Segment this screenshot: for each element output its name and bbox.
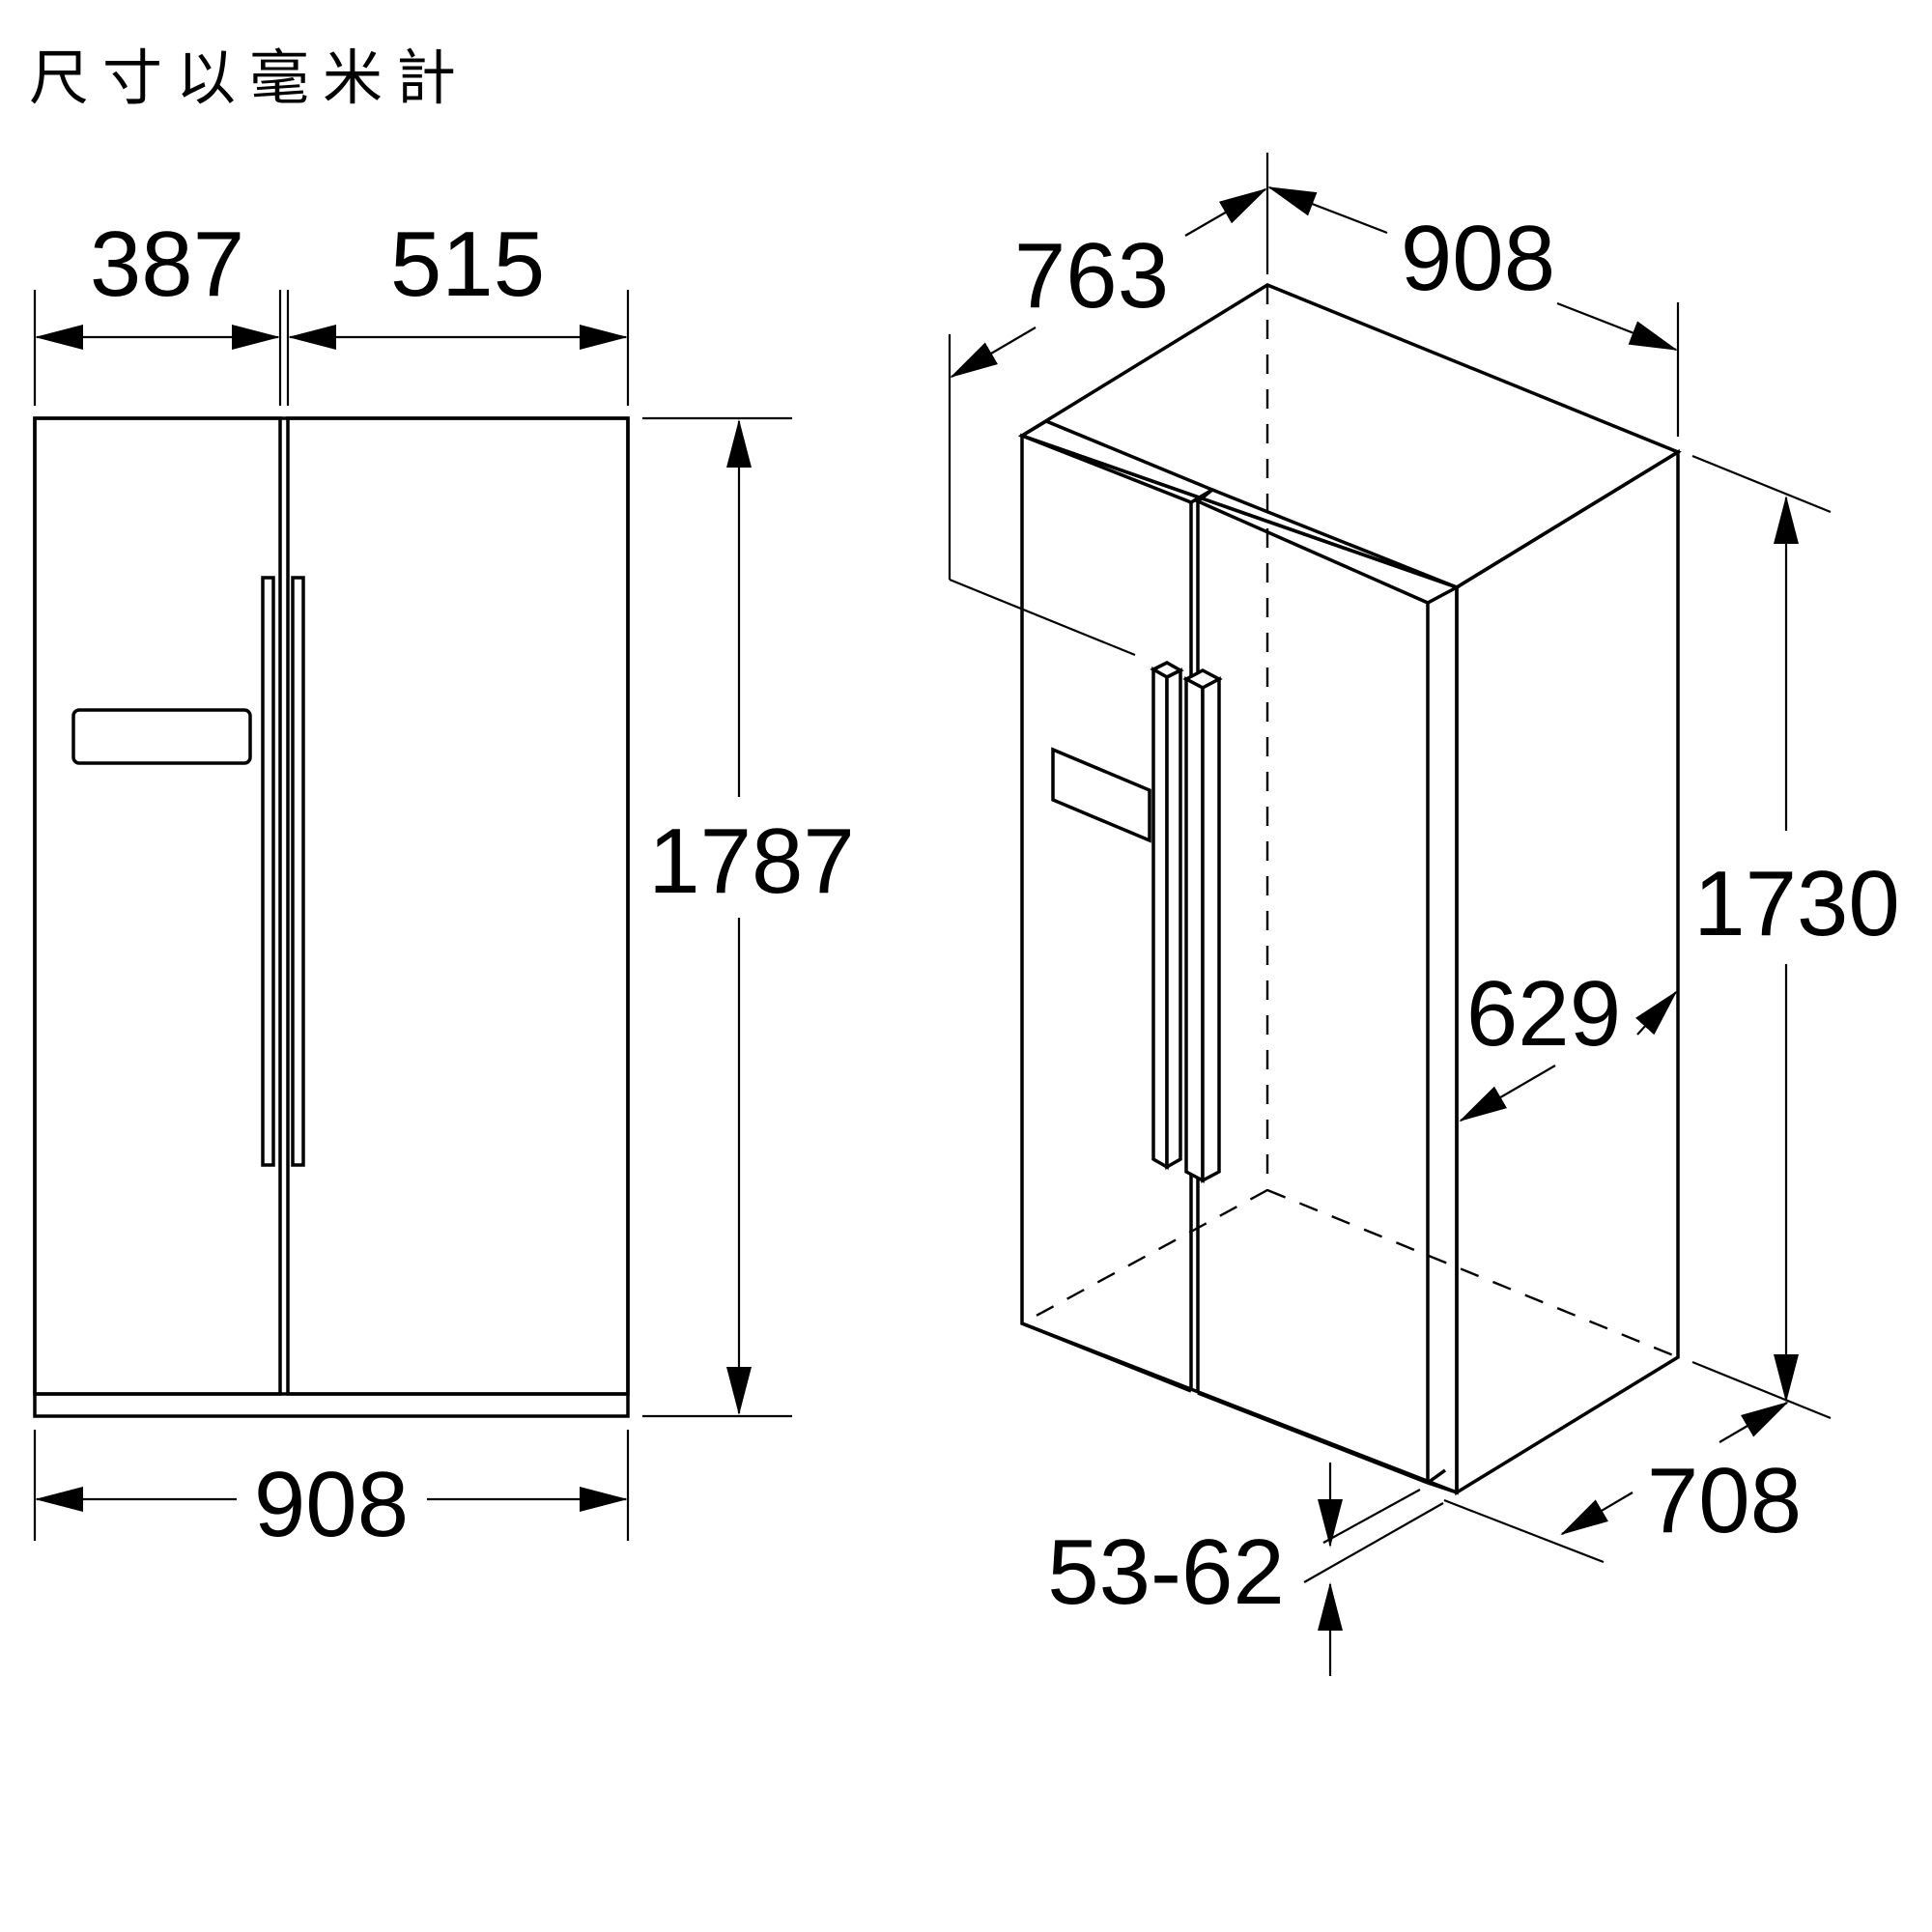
dim-arrow [1556,301,1678,352]
front-view: 387 515 1787 908 [33,213,855,1556]
iso-door-edge [1427,1481,1458,1494]
dim-height: 1787 [648,810,855,913]
front-dispenser-panel [71,708,252,765]
dim-iso-feet-range: 53-62 [1047,1520,1285,1624]
dim-iso-763: 763 [1014,224,1169,327]
dim-arrow [1184,187,1267,237]
front-handle-right [291,576,305,1167]
front-fridge-door [286,416,630,1396]
ext-line [1443,1498,1605,1564]
ext-line [1691,1360,1832,1420]
iso-bottom-edge [1197,1391,1429,1485]
dim-width-left: 387 [90,213,244,316]
hidden-edge [1021,1188,1268,1325]
iso-freezer-top-strip [1018,419,1216,504]
iso-dispenser-panel [1051,747,1151,843]
dim-iso-908: 908 [1401,207,1555,310]
ext-line [1303,1502,1444,1583]
dim-arrow [950,327,1037,379]
hidden-edge [1266,1188,1679,1359]
iso-bottom-edge [1021,1321,1192,1393]
iso-handle-right [1182,668,1223,1183]
front-freezer-door [33,416,282,1396]
ext-line [1691,454,1832,514]
iso-fridge-top-strip [1194,487,1462,605]
dim-arrow [1459,1065,1556,1122]
dim-iso-708: 708 [1647,1449,1802,1552]
dim-iso-629: 629 [1466,962,1621,1065]
dim-width-right: 515 [390,213,545,316]
dim-width-total: 908 [254,1453,409,1556]
dim-arrow [1560,1492,1634,1536]
dim-arrow [1719,1401,1789,1443]
front-handle-left [261,576,275,1167]
ext-line [1322,1489,1421,1544]
page-title: 尺寸以毫米計 [29,43,469,113]
dim-iso-1730: 1730 [1693,852,1900,955]
iso-view: 763 908 1730 629 708 53-62 [948,153,1900,1676]
dim-arrow [1267,185,1388,235]
iso-door-edge [1426,1468,1447,1485]
dim-arrow [1635,990,1678,1036]
iso-top-face [1017,283,1682,589]
front-body-outline [33,416,630,1418]
ext-line [949,578,1136,657]
iso-handle-left [1150,661,1184,1171]
iso-front-face [1020,433,1459,1495]
